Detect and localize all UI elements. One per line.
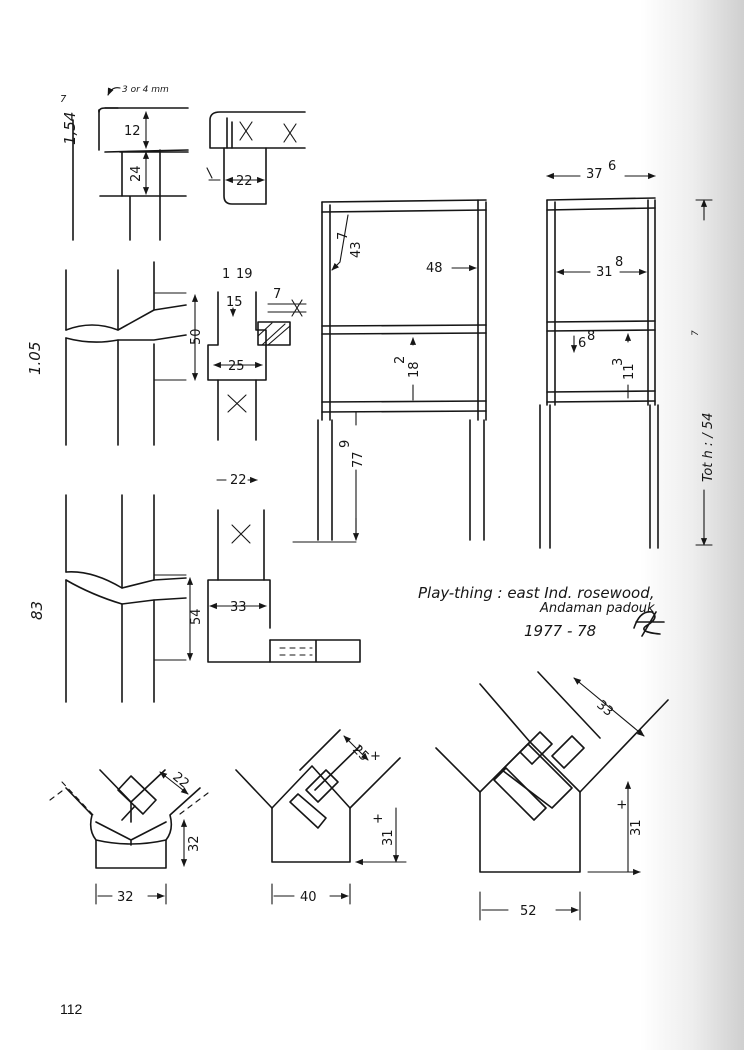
dim-77: 77 [351,451,366,468]
svg-text:+: + [370,749,381,764]
dim-11: 11 [622,363,637,380]
svg-text:+: + [371,813,386,824]
top-rail [321,199,487,213]
low-rail [321,400,487,413]
svg-text:7: 7 [691,330,701,336]
dim-25: 25 [228,359,245,374]
dim-31-height-large: 31 [629,819,644,836]
dim-24: 24 [129,165,144,182]
note-3-or-4mm: 3 or 4 mm [122,85,169,95]
dim-31: 31 [596,265,613,280]
front-elevation: 43 7 48 18 2 77 9 [292,199,487,542]
dim-32-width: 32 [117,890,134,905]
dim-32-height: 32 [187,835,202,852]
dim-22b: 22 [230,473,247,488]
caption-line2: Andaman padouk [539,601,655,616]
dim-33: 33 [230,600,247,615]
low-height-label: 83 [28,601,46,620]
svg-text:6: 6 [608,159,616,174]
dim-33-angle: 33 [593,698,615,720]
svg-text:9: 9 [338,440,353,448]
height-sup: 7 [60,94,67,105]
leg-section-medium: 25 + 31 + 40 [235,729,407,905]
leg-section-small: 22 32 32 [49,769,213,905]
caption-years: 1977 - 78 [524,622,596,640]
dim-top: 1 [222,267,230,282]
mid-height-label: 1.05 [26,342,44,375]
mid-rail [321,324,487,335]
page-number: 112 [60,1001,83,1017]
dim-48: 48 [426,261,443,276]
leg-section-large: 33 31 + 52 [435,671,669,921]
side-elevation: 37 6 31 8 6 8 11 3 Tot h : / 54 7 [540,159,716,548]
low-detail: 83 54 33 22 [28,473,361,703]
dim-31-height: 31 [381,829,396,846]
total-height: Tot h : / 54 [701,413,716,482]
rail-hatched-section [257,321,291,346]
caption-line1: Play-thing : east Ind. rosewood, [418,584,655,602]
svg-text:+: + [615,799,630,810]
dim-54: 54 [189,608,204,625]
dim-15: 15 [226,295,243,310]
dim-25-angle: 25 [349,742,371,764]
svg-text:8: 8 [615,255,623,270]
svg-text:3: 3 [611,358,626,366]
rail-section [209,111,306,149]
svg-text:7: 7 [336,232,351,240]
dim-18: 18 [407,361,422,378]
svg-text:2: 2 [393,356,408,364]
stretcher [269,639,361,663]
signature-monogram [633,611,665,637]
rail-detail: 1,54 7 3 or 4 mm 12 24 22 [60,85,306,241]
height-label: 1,54 [61,112,79,145]
dim-6: 6 [578,336,586,351]
dim-19: 19 [236,267,253,282]
dim-22: 22 [236,174,253,189]
dim-12: 12 [124,124,141,139]
dim-43: 43 [349,241,364,258]
svg-text:8: 8 [587,329,595,344]
dim-7: 7 [273,287,281,302]
caption: Play-thing : east Ind. rosewood, Andaman… [418,584,665,640]
dim-40-width: 40 [300,890,317,905]
dim-22-angle: 22 [169,770,191,792]
dim-50: 50 [189,328,204,345]
dim-52-width: 52 [520,904,537,919]
mid-detail: 1.05 50 25 1 19 15 7 [26,261,307,446]
dim-37: 37 [586,167,603,182]
